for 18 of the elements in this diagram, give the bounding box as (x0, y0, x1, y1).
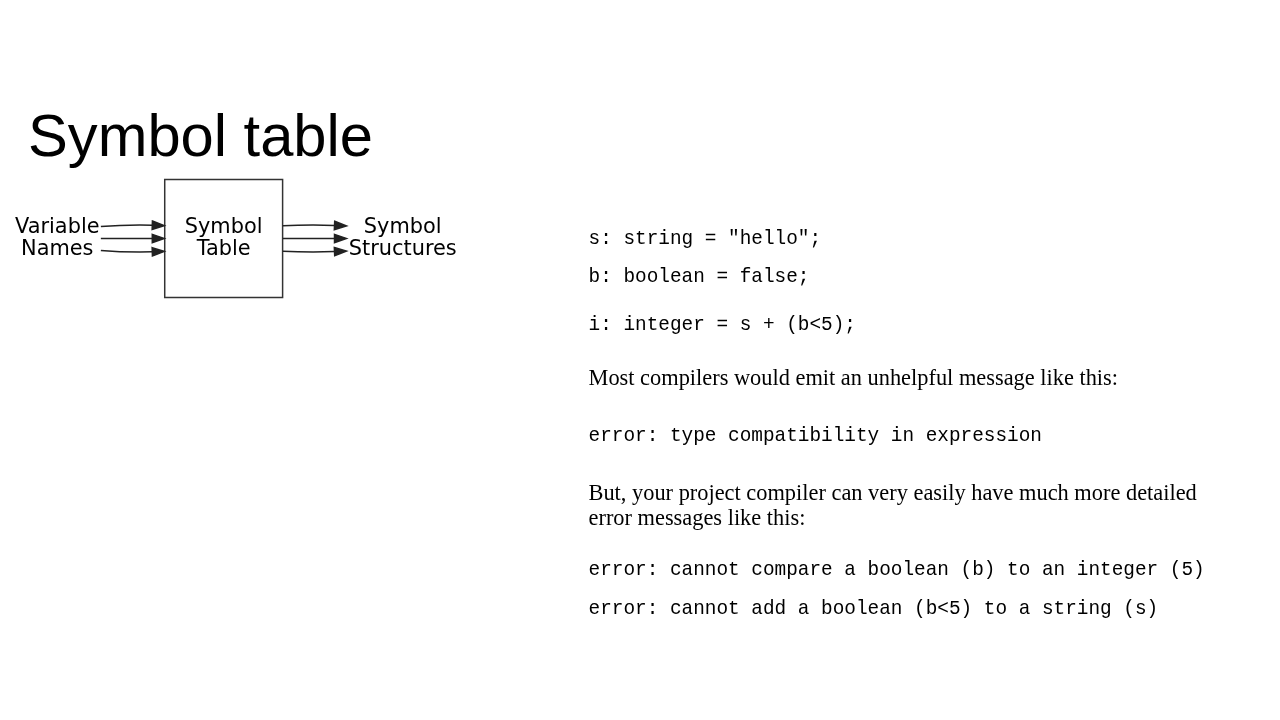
label: Most compilers would emit an unhelpful message like this: (588, 365, 1118, 390)
label: b: boolean = false; (588, 265, 810, 288)
arrow (100, 219, 167, 230)
label: i: integer = s + (b<5); (588, 313, 856, 336)
arrow (282, 219, 349, 231)
label: error: cannot compare a boolean (b) to an integer (5) (588, 558, 1205, 581)
arrow (282, 232, 349, 244)
label: s: string = "hello"; (588, 227, 822, 250)
node-box: Symbol Table (163, 178, 284, 298)
label: error: type compatibility in expression (588, 424, 1042, 447)
node-text: Symbol Structures (348, 213, 457, 260)
arrow (100, 246, 167, 257)
label: error: cannot add a boolean (b<5) to a string (s) (588, 597, 1159, 620)
label: But, your project compiler can very easily have much more detailed error messages like this: (588, 479, 1197, 530)
diagram-title: Symbol table (28, 101, 374, 169)
node-text: Variable Names (15, 213, 100, 260)
arrow (282, 245, 349, 257)
arrow (100, 232, 167, 244)
